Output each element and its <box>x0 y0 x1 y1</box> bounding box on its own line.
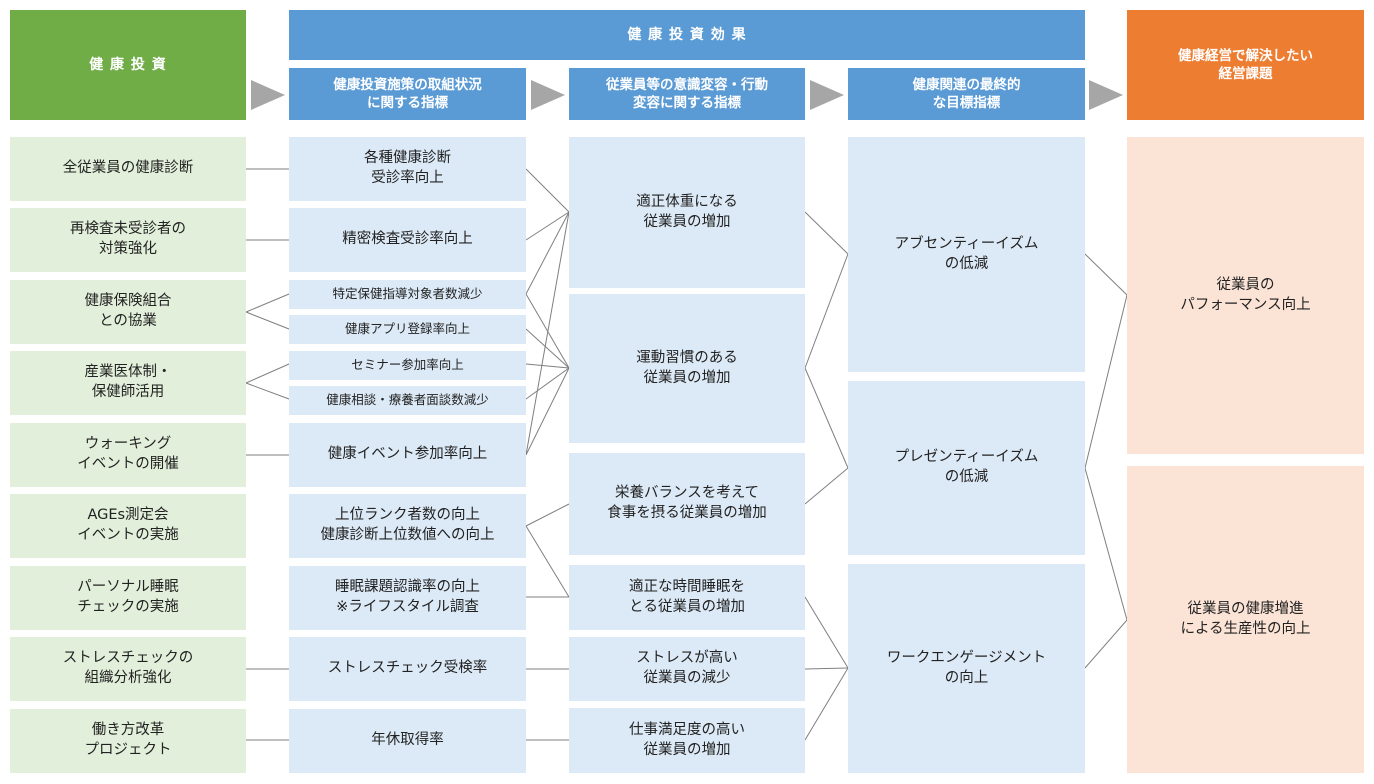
indicator-item: 健康相談・療養者面談数減少 <box>289 386 526 415</box>
issue-item: 従業員の健康増進 による生産性の向上 <box>1127 466 1364 773</box>
indicator-item: 精密検査受診率向上 <box>289 208 526 272</box>
goal-item: プレゼンティーイズム の低減 <box>848 381 1085 555</box>
goal-item: アブセンティーイズム の低減 <box>848 137 1085 372</box>
investment-item: AGEs測定会 イベントの実施 <box>10 494 246 558</box>
behavior-item: 栄養バランスを考えて 食事を摂る従業員の増加 <box>569 453 805 555</box>
header-effect: 健 康 投 資 効 果 <box>289 10 1085 60</box>
flow-arrow-2 <box>531 80 565 110</box>
indicator-item: 上位ランク者数の向上 健康診断上位数値への向上 <box>289 494 526 558</box>
investment-item: 産業医体制・ 保健師活用 <box>10 351 246 415</box>
behavior-item: 仕事満足度の高い 従業員の増加 <box>569 708 805 773</box>
indicator-item: 健康イベント参加率向上 <box>289 423 526 487</box>
investment-item: パーソナル睡眠 チェックの実施 <box>10 566 246 630</box>
indicator-item: 各種健康診断 受診率向上 <box>289 137 526 201</box>
flow-arrow-4 <box>1089 80 1123 110</box>
flow-arrow-3 <box>810 80 844 110</box>
indicator-item: 睡眠課題認識率の向上 ※ライフスタイル調査 <box>289 566 526 630</box>
indicator-item: 年休取得率 <box>289 709 526 773</box>
header-col3: 従業員等の意識変容・行動 変容に関する指標 <box>569 68 805 120</box>
investment-item: ストレスチェックの 組織分析強化 <box>10 637 246 701</box>
behavior-item: 運動習慣のある 従業員の増加 <box>569 294 805 443</box>
header-col4: 健康関連の最終的 な目標指標 <box>848 68 1085 120</box>
indicator-item: ストレスチェック受検率 <box>289 637 526 701</box>
indicator-item: セミナー参加率向上 <box>289 351 526 380</box>
investment-item: 働き方改革 プロジェクト <box>10 709 246 773</box>
issue-item: 従業員の パフォーマンス向上 <box>1127 137 1364 454</box>
investment-item: ウォーキング イベントの開催 <box>10 423 246 487</box>
flow-arrow-1 <box>251 80 285 110</box>
goal-item: ワークエンゲージメント の向上 <box>848 564 1085 773</box>
behavior-item: ストレスが高い 従業員の減少 <box>569 637 805 701</box>
investment-item: 再検査未受診者の 対策強化 <box>10 208 246 272</box>
investment-item: 全従業員の健康診断 <box>10 137 246 201</box>
header-issues: 健康経営で解決したい 経営課題 <box>1127 10 1364 120</box>
indicator-item: 健康アプリ登録率向上 <box>289 315 526 344</box>
header-col2: 健康投資施策の取組状況 に関する指標 <box>289 68 526 120</box>
behavior-item: 適正な時間睡眠を とる従業員の増加 <box>569 565 805 630</box>
header-investment: 健 康 投 資 <box>10 10 246 120</box>
behavior-item: 適正体重になる 従業員の増加 <box>569 137 805 288</box>
investment-item: 健康保険組合 との協業 <box>10 280 246 344</box>
indicator-item: 特定保健指導対象者数減少 <box>289 280 526 309</box>
